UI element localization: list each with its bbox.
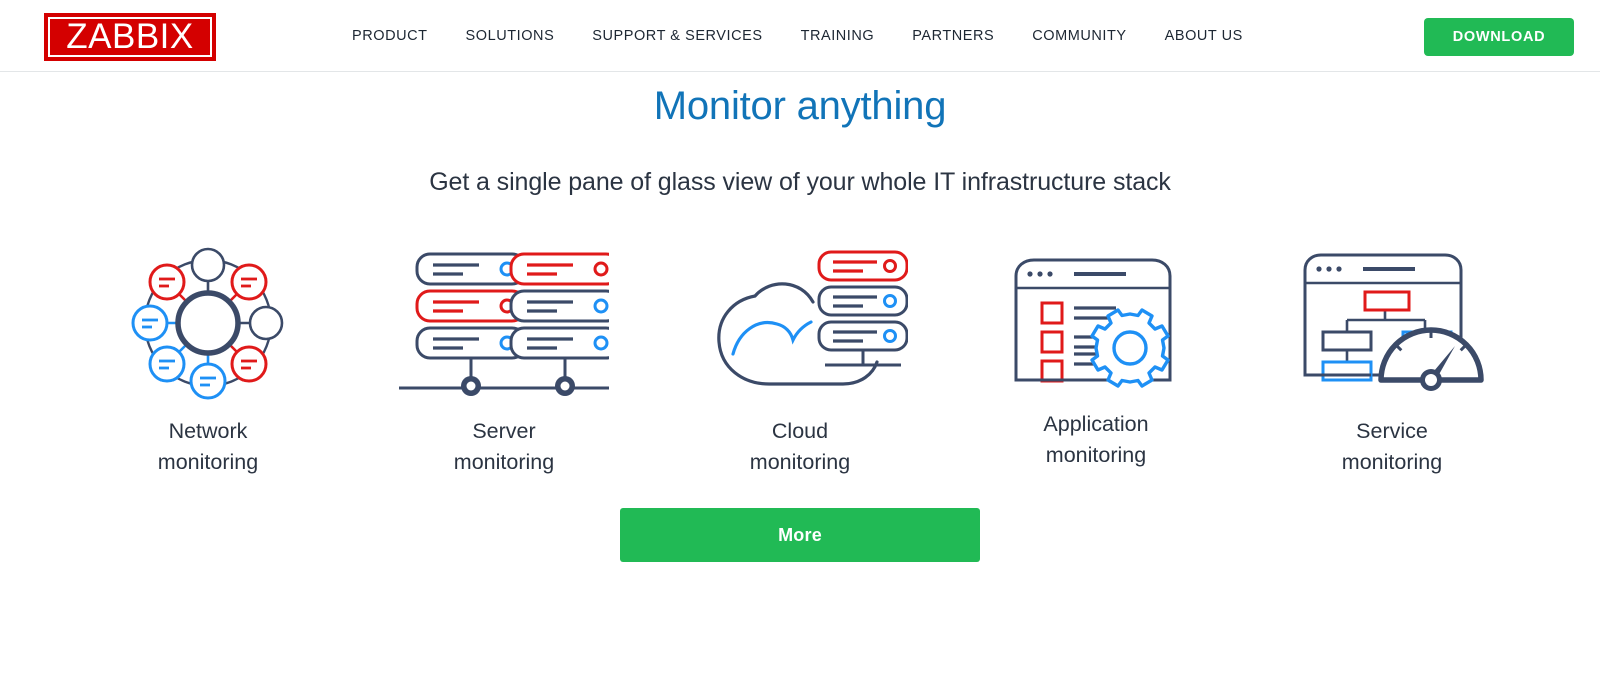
server-rack-icon <box>399 235 609 410</box>
page-title: Monitor anything <box>653 84 947 128</box>
nav-item-training[interactable]: TRAINING <box>800 28 875 44</box>
monitoring-cards: Network monitoring <box>0 235 1600 478</box>
nav-item-solutions[interactable]: SOLUTIONS <box>465 28 555 44</box>
application-window-gear-icon <box>1006 235 1186 410</box>
card-label-cloud-monitoring: Cloud monitoring <box>749 419 851 474</box>
cloud-server-icon <box>693 235 908 410</box>
card-cloud-monitoring[interactable]: Cloud monitoring <box>652 235 948 478</box>
card-server-monitoring[interactable]: Server monitoring <box>356 235 652 478</box>
zabbix-logo[interactable]: ZABBIX <box>44 13 216 61</box>
card-label-network-monitoring: Network monitoring <box>157 419 259 474</box>
card-label-application-monitoring: Application monitoring <box>1043 412 1149 467</box>
page-subtitle: Get a single pane of glass view of your … <box>429 168 1171 196</box>
nav-item-support-services[interactable]: SUPPORT & SERVICES <box>592 28 763 44</box>
nav-item-about-us[interactable]: ABOUT US <box>1164 28 1243 44</box>
nav-item-community[interactable]: COMMUNITY <box>1032 28 1127 44</box>
card-label-server-monitoring: Server monitoring <box>453 419 555 474</box>
more-button[interactable]: More <box>620 508 980 562</box>
logo-text: ZABBIX <box>66 16 194 56</box>
nav-item-partners[interactable]: PARTNERS <box>912 28 995 44</box>
more-button-container: More <box>0 508 1600 562</box>
nav-item-product[interactable]: PRODUCT <box>352 28 428 44</box>
card-application-monitoring[interactable]: Application monitoring <box>948 235 1244 471</box>
card-service-monitoring[interactable]: Service monitoring <box>1244 235 1540 478</box>
network-topology-icon <box>118 235 298 410</box>
main-navigation: PRODUCT SOLUTIONS SUPPORT & SERVICES TRA… <box>352 0 1262 72</box>
logo-inner-border: ZABBIX <box>48 17 212 57</box>
site-header: ZABBIX PRODUCT SOLUTIONS SUPPORT & SERVI… <box>0 0 1600 72</box>
hero-section: Monitor anything Get a single pane of gl… <box>0 72 1600 197</box>
download-button[interactable]: DOWNLOAD <box>1424 18 1574 56</box>
service-tree-gauge-icon <box>1297 235 1487 410</box>
card-label-service-monitoring: Service monitoring <box>1341 419 1443 474</box>
card-network-monitoring[interactable]: Network monitoring <box>60 235 356 478</box>
